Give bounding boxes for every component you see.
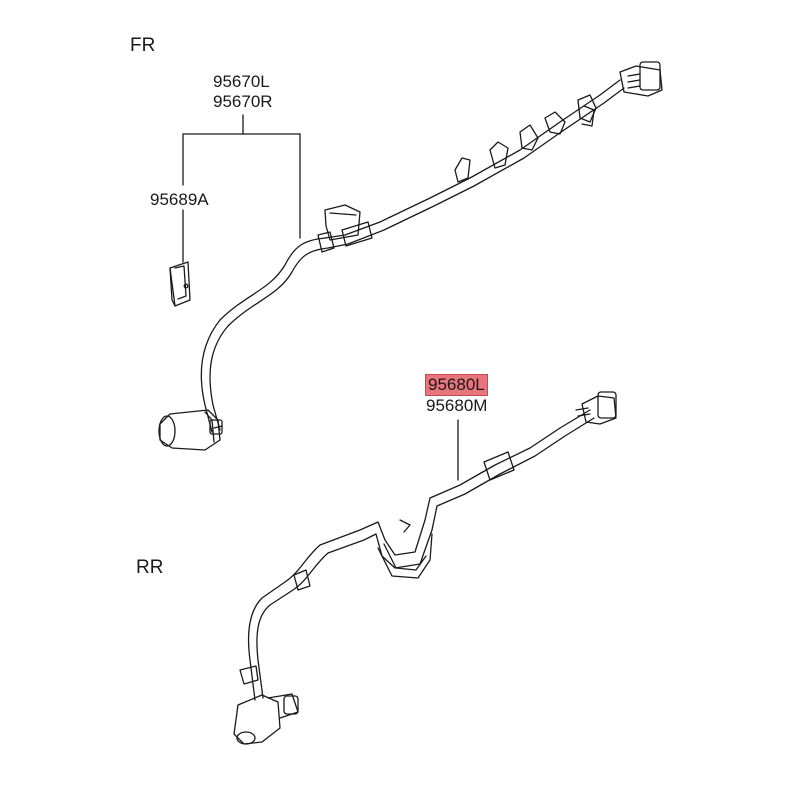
- front-bracket-part: [169, 261, 191, 307]
- front-leader-lines: [182, 114, 301, 263]
- part-number-95670L: 95670L: [213, 72, 270, 91]
- front-sensor-cable: [158, 61, 663, 451]
- front-section-label: FR: [130, 35, 156, 56]
- part-number-95670R: 95670R: [213, 92, 273, 111]
- rear-sensor-cable: [233, 391, 617, 745]
- part-number-95680L-highlighted: 95680L: [425, 374, 488, 396]
- part-number-95680M: 95680M: [426, 396, 488, 415]
- part-number-95689A: 95689A: [150, 190, 209, 209]
- rear-section-label: RR: [136, 557, 164, 578]
